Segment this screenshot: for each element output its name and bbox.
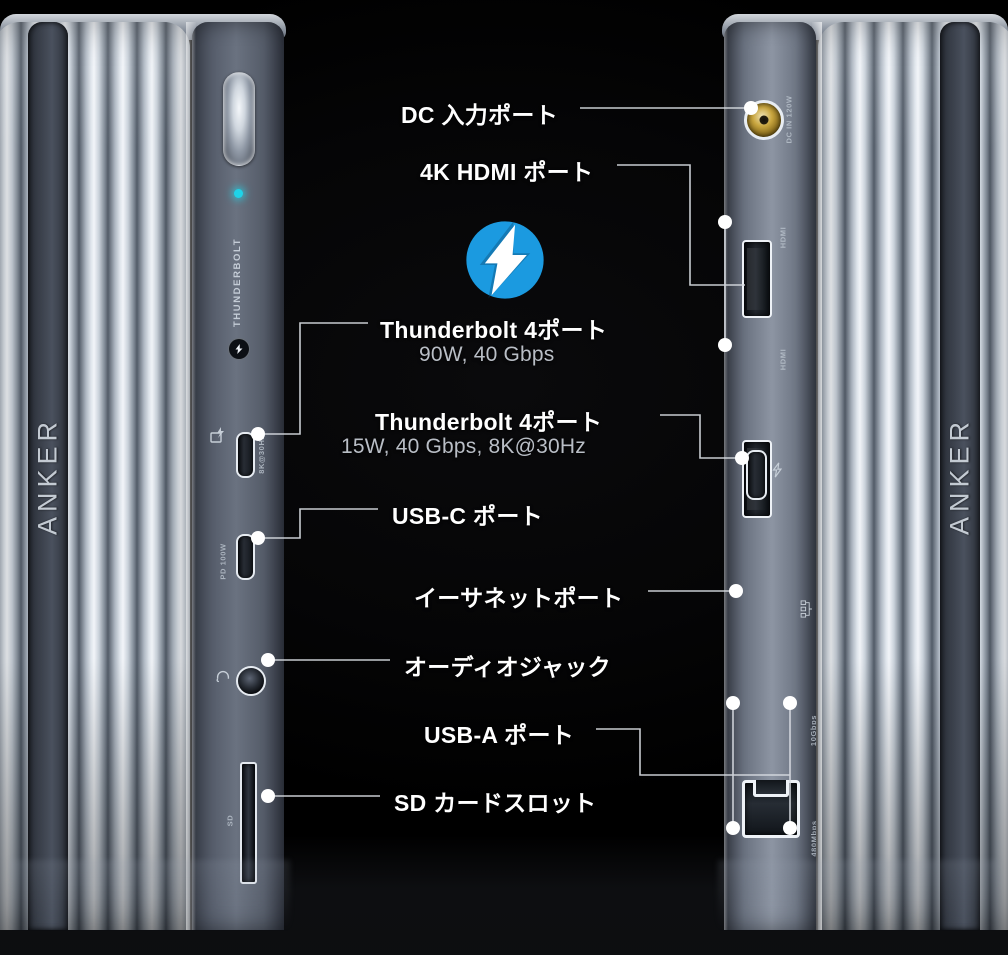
thunderbolt-logo-icon	[228, 338, 250, 360]
callout-label-audio: オーディオジャック	[404, 654, 611, 680]
thunderbolt-port[interactable]	[746, 450, 767, 500]
thunderbolt-port[interactable]	[236, 432, 255, 478]
brand-band: ANKER	[28, 22, 68, 930]
callout-label-usb-c: USB-C ポート	[392, 503, 543, 529]
dock-left-view: ANKER THUNDERBOLT 8K	[0, 0, 300, 930]
brand-band: ANKER	[940, 22, 980, 930]
callout-label-hdmi: 4K HDMI ポート	[420, 159, 594, 185]
callout-label-thunderbolt-1: Thunderbolt 4ポート	[380, 317, 608, 343]
headphone-icon	[214, 668, 232, 691]
device-reflection	[718, 860, 998, 930]
callout-sublabel-thunderbolt-1: 90W, 40 Gbps	[419, 343, 555, 366]
callout-label-dc-in: DC 入力ポート	[401, 102, 559, 128]
usb-c-port[interactable]	[236, 534, 255, 580]
callout-sublabel-thunderbolt-2: 15W, 40 Gbps, 8K@30Hz	[341, 435, 586, 458]
front-port-face: THUNDERBOLT 8K@30Hz PD 100W	[192, 22, 284, 930]
audio-jack[interactable]	[236, 666, 266, 696]
hdmi-port-1[interactable]	[742, 240, 772, 318]
status-led	[234, 189, 243, 198]
callout-label-ethernet: イーサネットポート	[414, 585, 624, 611]
network-icon	[800, 600, 813, 623]
thunderbolt-bolt-icon	[770, 462, 784, 483]
callout-label-sd-card: SD カードスロット	[394, 790, 597, 816]
thunderbolt-port-icon	[210, 426, 226, 449]
device-reflection	[10, 860, 290, 930]
chassis-edge-highlight	[186, 22, 196, 930]
dock-right-view: ANKER DC IN 120W HDMI HDMI	[712, 0, 1008, 930]
rear-port-face: DC IN 120W HDMI HDMI	[724, 22, 816, 930]
power-button[interactable]	[223, 72, 255, 166]
chassis-edge-highlight	[812, 22, 822, 930]
callout-label-thunderbolt-2: Thunderbolt 4ポート	[375, 409, 603, 435]
sd-card-slot[interactable]	[240, 762, 257, 884]
thunderbolt-logo-badge	[463, 218, 547, 307]
callout-label-usb-a: USB-A ポート	[424, 722, 575, 748]
